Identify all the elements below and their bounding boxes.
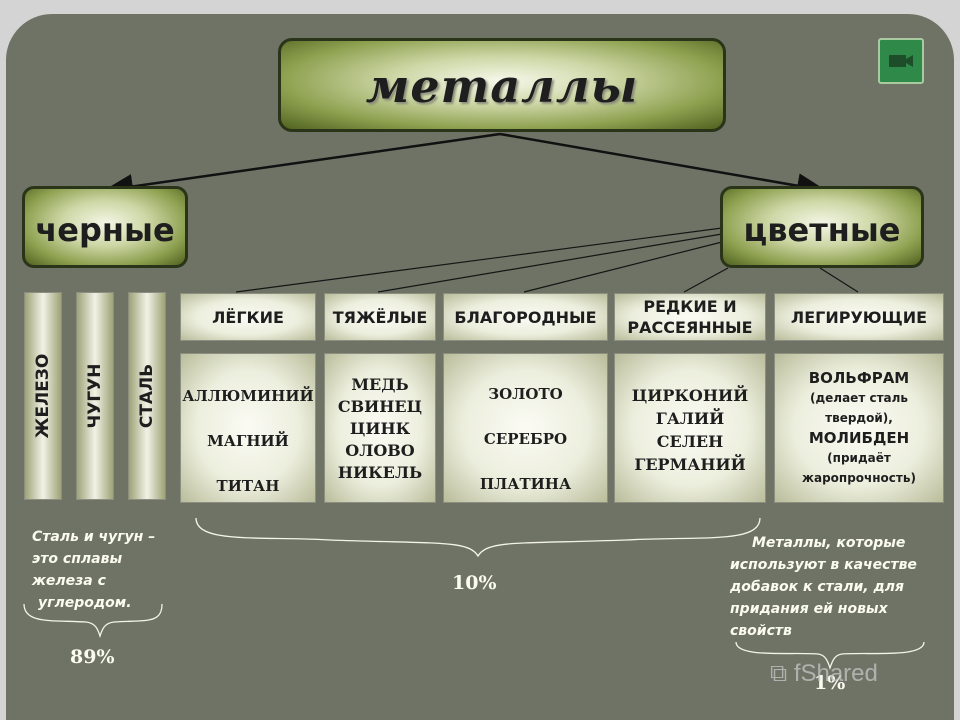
list-item: АЛЛЮМИНИЙ bbox=[182, 387, 314, 405]
category-nonferrous-label: цветные bbox=[743, 211, 901, 249]
brace-1 bbox=[735, 641, 925, 671]
group-header-heavy-label: ТЯЖЁЛЫЕ bbox=[332, 308, 428, 327]
category-ferrous: черные bbox=[22, 186, 188, 268]
watermark: ⧉ fShared bbox=[770, 660, 878, 688]
percent-alloying: 1% bbox=[814, 672, 846, 694]
list-item-note: твердой), bbox=[825, 411, 893, 425]
category-ferrous-label: черные bbox=[35, 211, 175, 249]
diagram-title: металлы bbox=[365, 59, 639, 113]
group-header-alloying-label: ЛЕГИРУЮЩИЕ bbox=[790, 308, 928, 327]
list-item: ЗОЛОТО bbox=[488, 385, 563, 403]
brace-10 bbox=[195, 517, 761, 558]
arrow-to-nonferrous bbox=[499, 132, 827, 199]
list-item: ПЛАТИНА bbox=[479, 475, 572, 493]
ferrous-item-iron: железо bbox=[24, 292, 62, 500]
video-camera-button[interactable] bbox=[878, 38, 924, 84]
list-item: МОЛИБДЕН bbox=[808, 429, 910, 447]
group-header-noble: БЛАГОРОДНЫЕ bbox=[443, 293, 608, 341]
list-item: СЕРЕБРО bbox=[483, 430, 568, 448]
group-items-heavy: МЕДЬ СВИНЕЦ ЦИНК ОЛОВО НИКЕЛЬ bbox=[324, 353, 436, 503]
list-item: ЦИРКОНИЙ bbox=[631, 386, 749, 405]
category-nonferrous: цветные bbox=[720, 186, 924, 268]
ferrous-item-castiron: чугун bbox=[76, 292, 114, 500]
group-header-light: ЛЁГКИЕ bbox=[180, 293, 316, 341]
group-header-rare: РЕДКИЕ И РАССЕЯННЫЕ bbox=[614, 293, 766, 341]
list-item: ОЛОВО bbox=[345, 441, 415, 460]
group-header-alloying: ЛЕГИРУЮЩИЕ bbox=[774, 293, 944, 341]
percent-ferrous: 89% bbox=[70, 646, 115, 668]
list-item: МЕДЬ bbox=[351, 375, 409, 394]
list-item: ГАЛИЙ bbox=[655, 409, 725, 428]
list-item-note: (делает сталь bbox=[809, 391, 908, 405]
group-items-alloying-list: ВОЛЬФРАМ (делает сталь твердой), МОЛИБДЕ… bbox=[775, 368, 943, 488]
watermark-text: fShared bbox=[793, 660, 878, 687]
group-items-noble-list: ЗОЛОТО СЕРЕБРО ПЛАТИНА bbox=[444, 372, 607, 507]
share-icon: ⧉ bbox=[770, 660, 788, 687]
arrow-to-ferrous bbox=[103, 132, 501, 199]
group-items-heavy-list: МЕДЬ СВИНЕЦ ЦИНК ОЛОВО НИКЕЛЬ bbox=[325, 374, 435, 484]
percent-main-groups: 10% bbox=[452, 572, 497, 594]
brace-89 bbox=[23, 603, 163, 639]
list-item: ГЕРМАНИЙ bbox=[634, 455, 746, 474]
list-item: ТИТАН bbox=[216, 477, 280, 495]
group-items-noble: ЗОЛОТО СЕРЕБРО ПЛАТИНА bbox=[443, 353, 608, 503]
list-item: ЦИНК bbox=[349, 419, 411, 438]
group-items-rare-list: ЦИРКОНИЙ ГАЛИЙ СЕЛЕН ГЕРМАНИЙ bbox=[615, 384, 765, 476]
link-rare bbox=[683, 267, 729, 293]
group-items-light: АЛЛЮМИНИЙ МАГНИЙ ТИТАН bbox=[180, 353, 316, 503]
link-light bbox=[235, 227, 723, 293]
group-items-alloying: ВОЛЬФРАМ (делает сталь твердой), МОЛИБДЕ… bbox=[774, 353, 944, 503]
alloying-note: Металлы, которые используют в качестве д… bbox=[730, 535, 917, 639]
steel-note: Сталь и чугун – это сплавы железа с угле… bbox=[32, 529, 156, 611]
ferrous-item-steel: сталь bbox=[128, 292, 166, 500]
link-alloying bbox=[819, 267, 859, 293]
group-header-noble-label: БЛАГОРОДНЫЕ bbox=[454, 308, 597, 327]
list-item-note: жаропрочность) bbox=[802, 471, 916, 485]
list-item: СВИНЕЦ bbox=[337, 397, 423, 416]
ferrous-item-castiron-label: чугун bbox=[85, 363, 105, 429]
group-header-rare-label: РЕДКИЕ И РАССЕЯННЫЕ bbox=[627, 297, 753, 337]
group-items-light-list: АЛЛЮМИНИЙ МАГНИЙ ТИТАН bbox=[181, 374, 315, 509]
list-item: НИКЕЛЬ bbox=[337, 463, 423, 482]
list-item: ВОЛЬФРАМ bbox=[808, 369, 910, 387]
group-header-light-label: ЛЁГКИЕ bbox=[212, 308, 284, 327]
list-item-note: (придаёт bbox=[827, 451, 891, 465]
list-item: МАГНИЙ bbox=[207, 432, 289, 450]
ferrous-item-iron-label: железо bbox=[33, 353, 53, 439]
link-heavy bbox=[377, 233, 723, 293]
video-camera-icon bbox=[889, 55, 913, 67]
title-box: металлы bbox=[278, 38, 726, 132]
list-item: СЕЛЕН bbox=[656, 432, 724, 451]
ferrous-item-steel-label: сталь bbox=[137, 363, 157, 429]
link-noble bbox=[523, 241, 723, 293]
group-items-rare: ЦИРКОНИЙ ГАЛИЙ СЕЛЕН ГЕРМАНИЙ bbox=[614, 353, 766, 503]
group-header-heavy: ТЯЖЁЛЫЕ bbox=[324, 293, 436, 341]
